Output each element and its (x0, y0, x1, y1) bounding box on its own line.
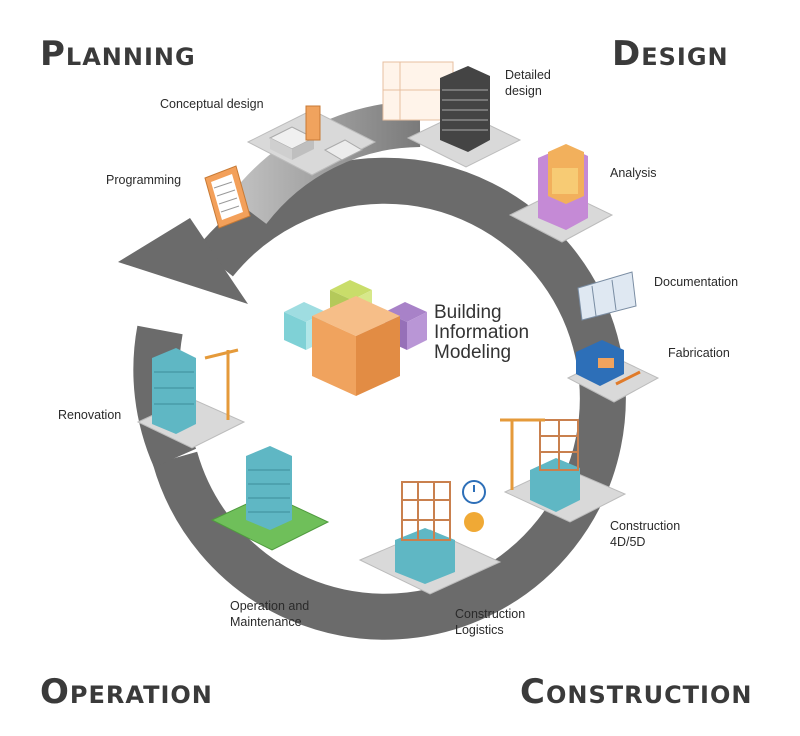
stage-label-conceptual-design: Conceptual design (160, 97, 264, 111)
bim-cube-logo (284, 280, 427, 396)
documentation-illustration (577, 271, 637, 321)
stage-label-analysis: Analysis (610, 166, 657, 180)
construction-4d5d-illustration (500, 418, 627, 523)
bim-title-line-3: Modeling (434, 342, 512, 363)
stage-label-detailed-design: Detailed design (505, 67, 551, 99)
fabrication-illustration (566, 340, 660, 403)
phase-title-design: Design (612, 34, 729, 74)
bim-title-line-1: Building (434, 302, 502, 323)
phase-title-construction: Construction (520, 672, 753, 712)
stage-label-operation-maintenance: Operation and Maintenance (230, 598, 309, 630)
stage-label-operation-line-2: Maintenance (230, 615, 302, 629)
operation-maintenance-illustration (210, 446, 330, 551)
coin-icon (464, 512, 484, 532)
renovation-illustration (136, 348, 246, 449)
stage-label-documentation: Documentation (654, 275, 739, 289)
stage-label-construction-4d5d-line-2: 4D/5D (610, 535, 646, 549)
conceptual-design-illustration (246, 105, 377, 176)
stage-label-operation-line-1: Operation and (230, 599, 310, 613)
stage-label-logistics-line-1: Construction (455, 607, 526, 621)
stage-label-detailed-design-line-2: design (505, 84, 542, 98)
construction-logistics-illustration (358, 480, 502, 595)
stage-label-construction-4d5d: Construction 4D/5D (610, 518, 680, 550)
stage-label-construction-logistics: Construction Logistics (455, 606, 525, 638)
bim-title: Building Information Modeling (434, 303, 529, 363)
phase-title-operation: Operation (40, 672, 213, 712)
stage-label-construction-4d5d-line-1: Construction (610, 519, 681, 533)
stage-label-programming: Programming (106, 173, 182, 187)
detailed-design-illustration (382, 61, 522, 168)
stage-label-logistics-line-2: Logistics (455, 623, 504, 637)
programming-illustration (204, 165, 251, 229)
phase-title-planning: Planning (40, 34, 196, 74)
analysis-illustration (508, 144, 614, 243)
stage-label-fabrication: Fabrication (668, 346, 730, 360)
bim-title-line-2: Information (434, 322, 530, 343)
stage-label-renovation: Renovation (58, 408, 122, 422)
stage-label-detailed-design-line-1: Detailed (505, 68, 551, 82)
ring-arrowhead (118, 218, 248, 304)
